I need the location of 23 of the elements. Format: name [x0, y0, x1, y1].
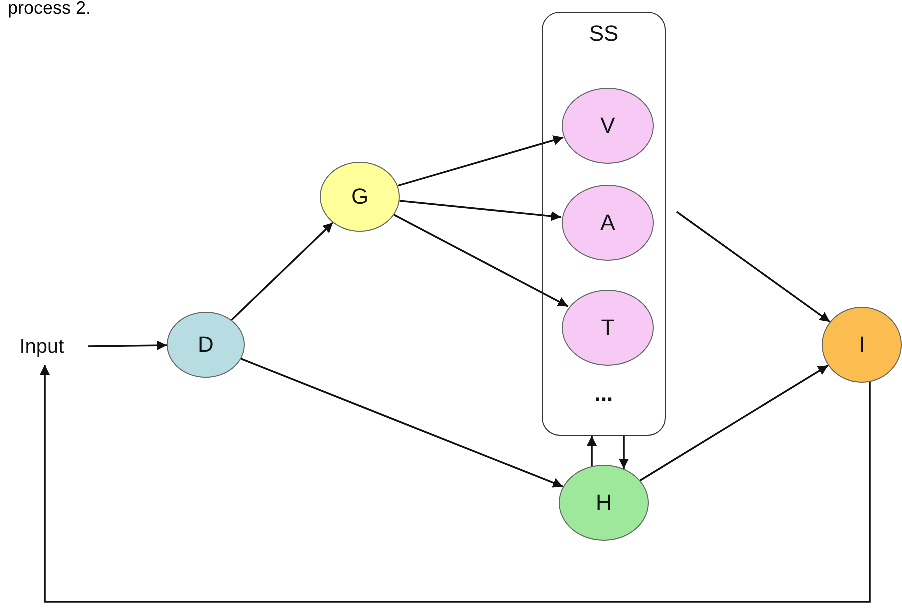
node-label: D [198, 332, 214, 358]
arrow [40, 365, 871, 603]
arrow [88, 340, 168, 351]
node-label: V [600, 113, 616, 139]
node-label: G [351, 184, 369, 210]
node-label: T [601, 315, 615, 341]
node-label: A [600, 210, 616, 236]
node-label: I [858, 332, 866, 358]
arrow [619, 436, 629, 469]
arrow [640, 364, 829, 482]
arrow [231, 222, 334, 321]
ellipsis-label: ... [594, 381, 614, 407]
node-label: H [596, 490, 612, 516]
note-text: process 2. [8, 0, 92, 19]
arrow [240, 358, 564, 488]
arrow [587, 436, 597, 466]
input-label: Input [8, 333, 76, 361]
arrow [398, 136, 564, 187]
group-box [542, 12, 666, 436]
arrow [400, 200, 562, 222]
arrow [676, 211, 831, 323]
arrow [394, 214, 569, 308]
group-title: SS [588, 21, 620, 47]
